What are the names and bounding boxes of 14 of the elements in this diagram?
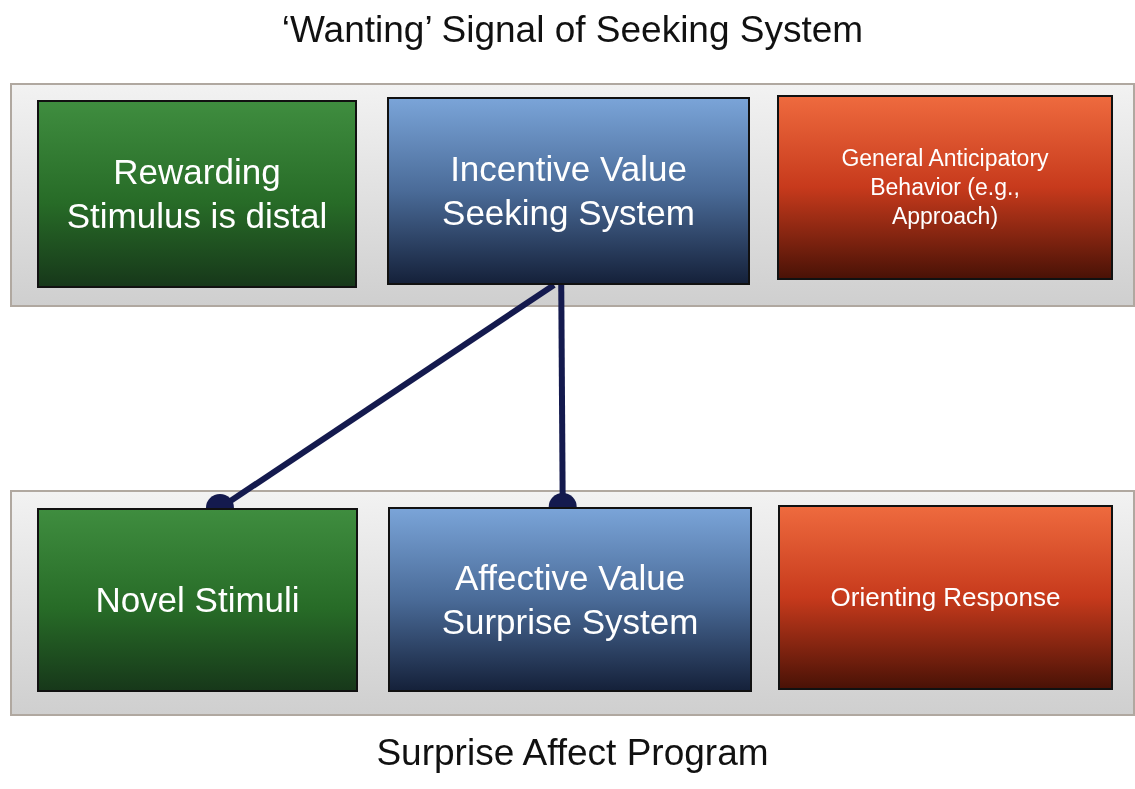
box-label: Affective Value Surprise System [440,556,700,643]
box-label: General Anticipatory Behavior (e.g., Approach) [840,144,1050,231]
response-box [778,505,1113,690]
stimulus-box [37,100,357,288]
box-label: Incentive Value Seeking System [441,148,696,234]
box-label: Novel Stimuli [95,579,300,622]
band-title: Surprise Affect Program [376,732,769,774]
band-title: ‘Wanting’ Signal of Seeking System [281,9,864,51]
stimulus-box [37,508,358,692]
box-label: Rewarding Stimulus is distal [65,151,329,237]
box-label: Orienting Response [830,581,1061,614]
system-box [388,507,752,692]
system-box [387,97,750,285]
response-box [777,95,1113,280]
